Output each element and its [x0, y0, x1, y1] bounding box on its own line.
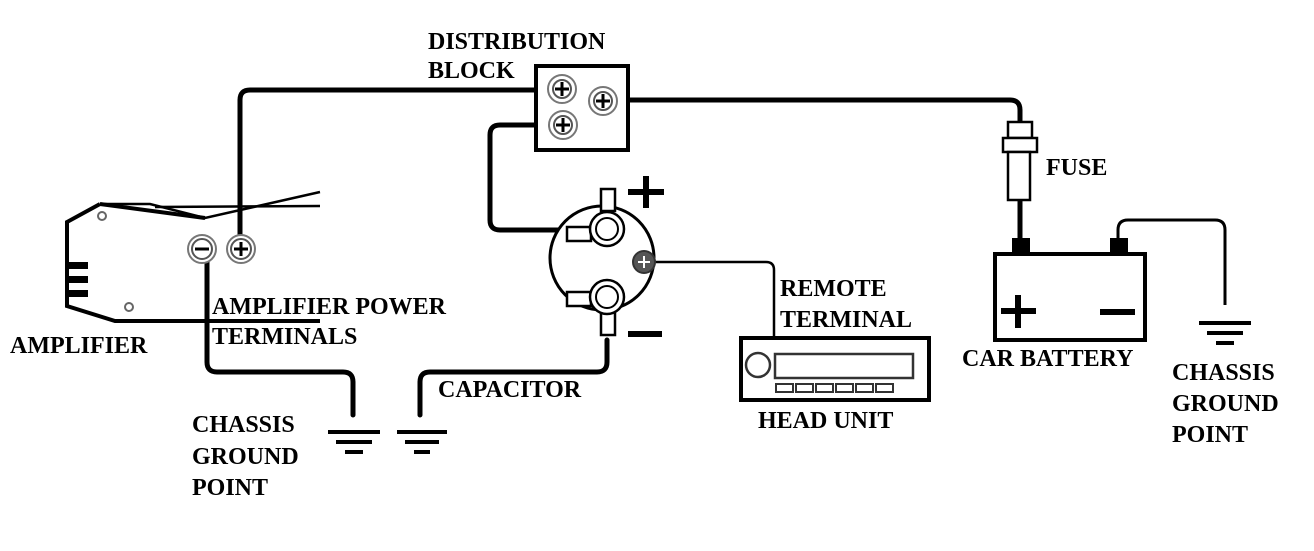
capacitor-remote-terminal[interactable]	[632, 250, 656, 274]
amp-positive-terminal[interactable]	[226, 234, 256, 264]
block-terminal[interactable]	[547, 74, 577, 104]
label-remote-terminal-line2: TERMINAL	[780, 307, 912, 333]
label-car-battery: CAR BATTERY	[962, 346, 1133, 372]
wire-block-to-fuse	[625, 97, 1023, 125]
wire-capacitor-negative-to-ground	[417, 337, 610, 418]
wire-battery-negative-to-ground	[1116, 218, 1227, 305]
label-chassis-ground-left-line1: CHASSIS	[192, 412, 295, 438]
wire-amp-positive-to-block	[237, 87, 563, 241]
mount-hole	[97, 211, 107, 221]
wire-amp-negative-to-ground	[204, 257, 356, 418]
chassis-ground-symbol	[397, 430, 447, 454]
preset-button[interactable]	[855, 383, 874, 393]
car-battery	[993, 238, 1147, 342]
wire-remote-to-head-unit	[655, 260, 776, 337]
capacitor	[548, 176, 664, 337]
label-chassis-ground-left-line3: POINT	[192, 475, 268, 501]
label-chassis-ground-left-line2: GROUND	[192, 444, 299, 470]
label-amp-power-terminals-line1: AMPLIFIER POWER	[212, 294, 447, 320]
distribution-block	[534, 64, 630, 152]
block-terminal[interactable]	[588, 86, 618, 116]
display-screen	[773, 352, 915, 380]
label-chassis-ground-right-line1: CHASSIS	[1172, 360, 1275, 386]
preset-buttons	[775, 383, 894, 393]
preset-button[interactable]	[815, 383, 834, 393]
amplifier	[65, 190, 321, 323]
label-chassis-ground-right-line3: POINT	[1172, 422, 1248, 448]
amp-negative-terminal[interactable]	[187, 234, 217, 264]
wire-block-to-capacitor	[487, 122, 571, 233]
battery-positive-post[interactable]	[1012, 238, 1030, 252]
chassis-ground-symbol	[1199, 321, 1251, 345]
volume-knob[interactable]	[744, 351, 772, 379]
plus-icon	[1001, 295, 1036, 328]
preset-button[interactable]	[795, 383, 814, 393]
mount-hole	[124, 302, 134, 312]
block-terminal[interactable]	[548, 110, 578, 140]
label-amp-power-terminals-line2: TERMINALS	[212, 324, 357, 350]
battery-negative-post[interactable]	[1110, 238, 1128, 252]
label-chassis-ground-right-line2: GROUND	[1172, 391, 1279, 417]
plus-icon	[628, 176, 664, 208]
head-unit	[739, 336, 931, 402]
label-remote-terminal-line1: REMOTE	[780, 276, 887, 302]
preset-button[interactable]	[875, 383, 894, 393]
label-capacitor: CAPACITOR	[438, 377, 582, 403]
preset-button[interactable]	[775, 383, 794, 393]
label-distribution-block-line2: BLOCK	[428, 58, 515, 84]
fuse	[1001, 120, 1039, 202]
label-head-unit: HEAD UNIT	[758, 408, 893, 434]
label-distribution-block-line1: DISTRIBUTION	[428, 29, 606, 55]
label-amplifier: AMPLIFIER	[10, 333, 148, 359]
chassis-ground-symbol	[328, 430, 380, 454]
preset-button[interactable]	[835, 383, 854, 393]
label-fuse: FUSE	[1046, 155, 1107, 181]
